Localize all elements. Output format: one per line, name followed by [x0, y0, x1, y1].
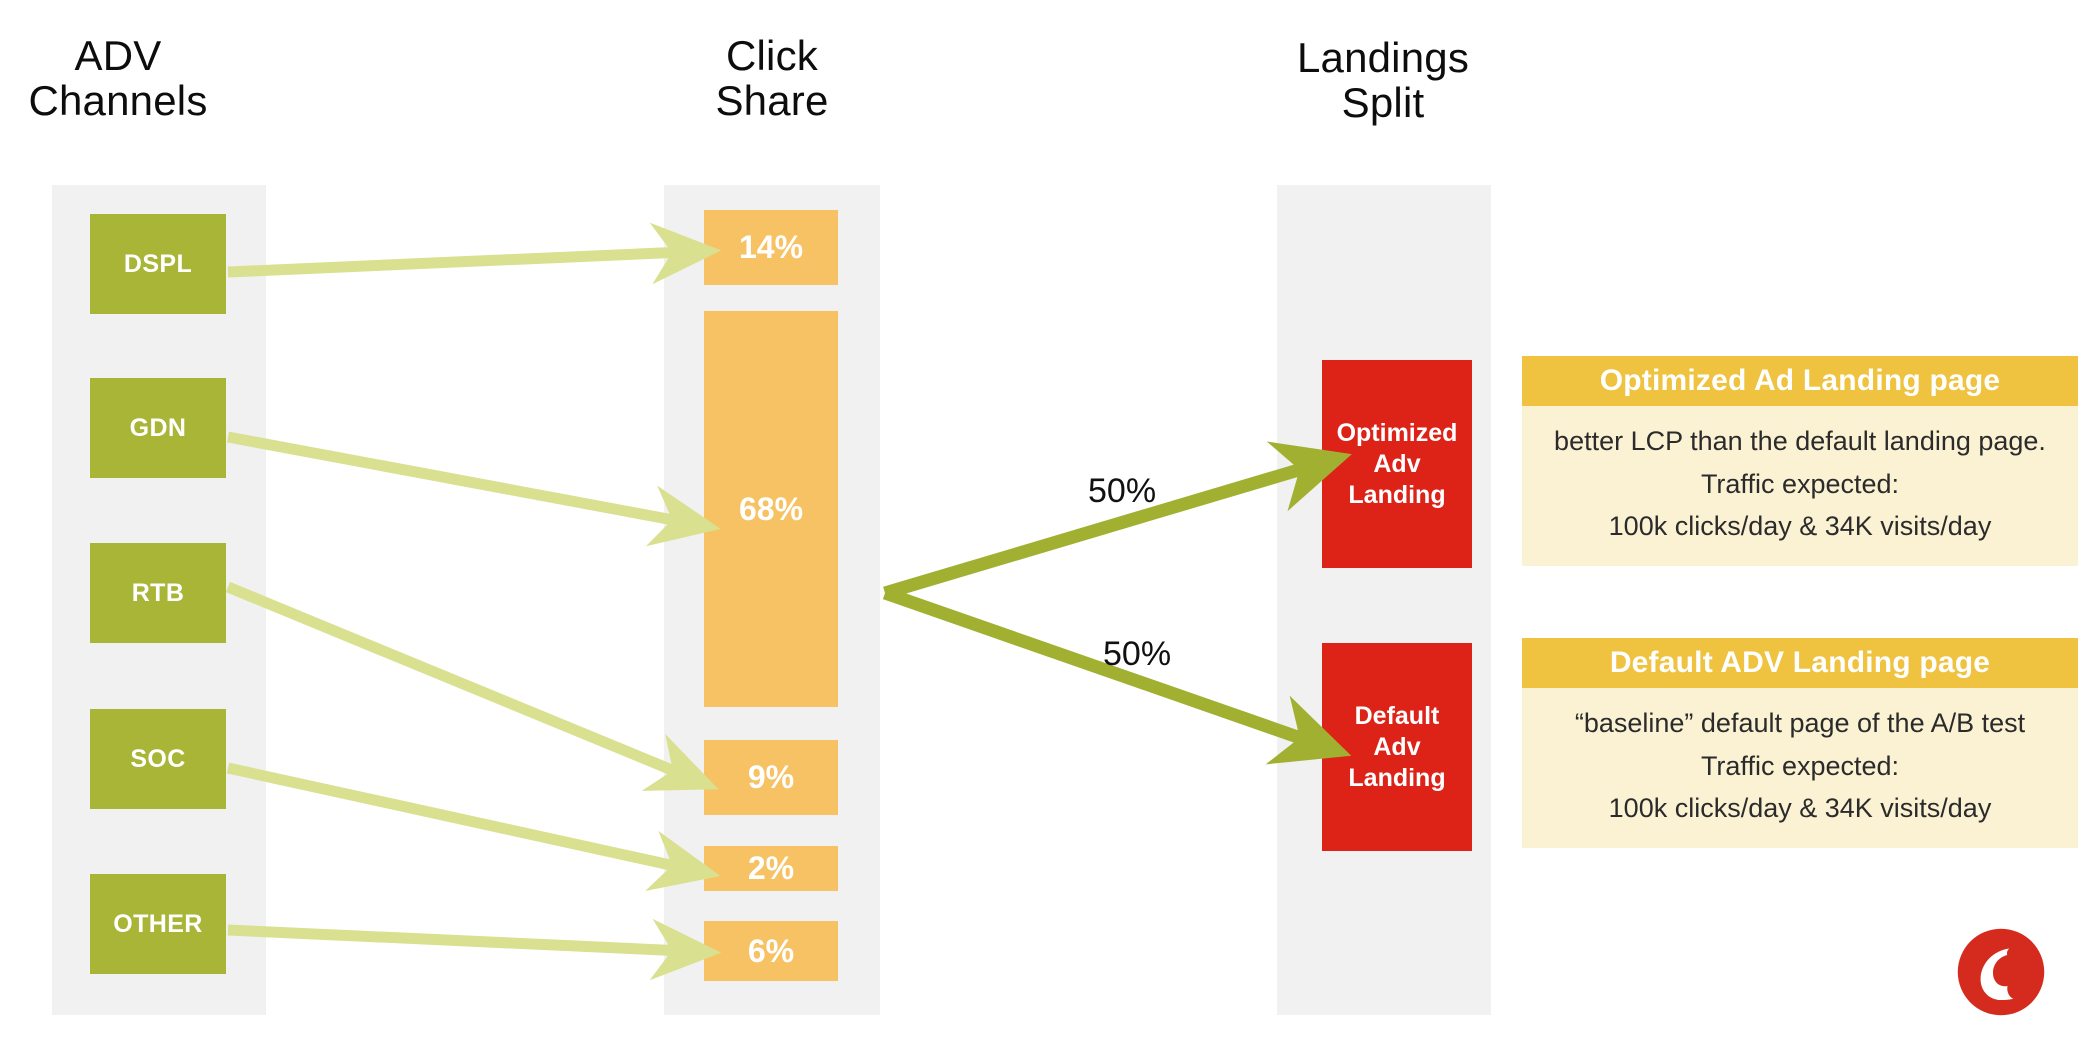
adv-channel-gdn[interactable]: GDN [90, 378, 226, 478]
click-share-bar-rtb[interactable]: 9% [704, 740, 838, 815]
info-card-line: Traffic expected: [1700, 750, 1900, 781]
info-card-body: better LCP than the default landing page… [1522, 406, 2078, 566]
adv-channel-label: RTB [131, 578, 185, 607]
column-title-click-share: Click Share [715, 32, 829, 124]
click-share-bar-dspl[interactable]: 14% [704, 210, 838, 285]
adv-channel-other[interactable]: OTHER [90, 874, 226, 974]
column-title-adv-channels: ADV Channels [28, 32, 208, 124]
vodafone-logo-icon [1957, 928, 2045, 1016]
info-card-default[interactable]: Default ADV Landing page “baseline” defa… [1522, 638, 2078, 848]
click-share-bar-soc[interactable]: 2% [704, 846, 838, 891]
info-card-optimized[interactable]: Optimized Ad Landing page better LCP tha… [1522, 356, 2078, 566]
arrow-rtb-to-9 [225, 581, 719, 791]
split-label-optimized: 50% [1088, 472, 1157, 510]
click-share-value: 6% [747, 932, 795, 969]
click-share-value: 9% [747, 759, 795, 795]
click-share-bar-other[interactable]: 6% [704, 921, 838, 981]
landing-default-adv[interactable]: Default Adv Landing [1322, 643, 1472, 851]
adv-channel-label: SOC [130, 744, 186, 773]
arrow-other-to-6 [227, 918, 722, 981]
lane-landings-split [1277, 185, 1491, 1015]
arrow-split-to-optimized [883, 441, 1352, 600]
split-label-default: 50% [1103, 635, 1172, 673]
click-share-bar-gdn[interactable]: 68% [704, 311, 838, 707]
info-card-line: 100k clicks/day & 34K visits/day [1608, 511, 1992, 542]
landing-label: Optimized Adv Landing [1336, 418, 1458, 509]
info-card-line: “baseline” default page of the A/B test [1574, 708, 2026, 738]
arrow-gdn-to-68 [226, 431, 721, 547]
adv-channel-label: GDN [129, 413, 187, 442]
click-share-value: 2% [747, 850, 795, 886]
landing-label: Default Adv Landing [1348, 701, 1446, 792]
click-share-value: 68% [738, 490, 804, 527]
info-card-line: 100k clicks/day & 34K visits/day [1608, 793, 1992, 824]
adv-channel-label: DSPL [123, 249, 193, 278]
info-card-body: “baseline” default page of the A/B test … [1522, 688, 2078, 848]
info-card-line: better LCP than the default landing page… [1554, 426, 2046, 456]
arrow-split-to-default [882, 586, 1352, 765]
adv-channel-soc[interactable]: SOC [90, 709, 226, 809]
click-share-value: 14% [738, 229, 804, 265]
adv-channel-label: OTHER [113, 909, 203, 938]
arrow-dspl-to-14 [227, 222, 722, 285]
info-card-line: Traffic expected: [1700, 468, 1900, 499]
info-card-title: Optimized Ad Landing page [1522, 356, 2078, 406]
arrow-soc-to-2 [226, 762, 721, 892]
adv-channel-dspl[interactable]: DSPL [90, 214, 226, 314]
column-title-landings-split: Landings Split [1296, 34, 1470, 126]
info-card-title: Default ADV Landing page [1522, 638, 2078, 688]
adv-channel-rtb[interactable]: RTB [90, 543, 226, 643]
